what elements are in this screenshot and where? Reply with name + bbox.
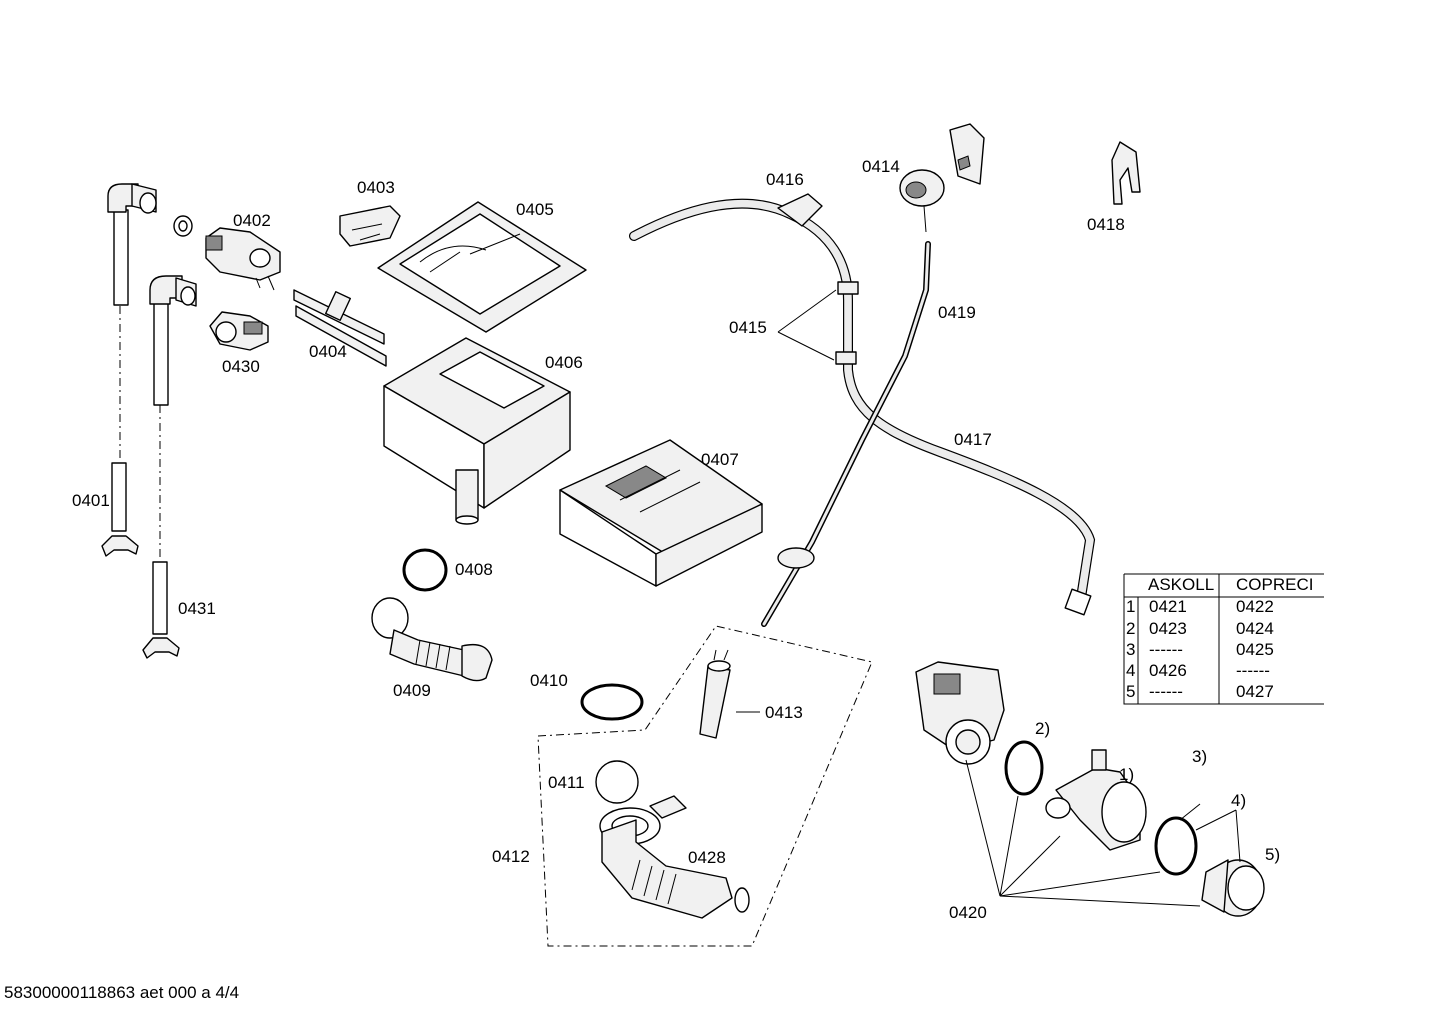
label-note-4: 4) bbox=[1231, 791, 1246, 810]
table-cell-copreci: ------ bbox=[1236, 661, 1270, 680]
label-0420: 0420 bbox=[949, 903, 987, 922]
label-0430: 0430 bbox=[222, 357, 260, 376]
part-0403-bracket bbox=[339, 205, 401, 247]
part-0414-pressure-switch bbox=[899, 123, 985, 233]
label-0415: 0415 bbox=[729, 318, 767, 337]
part-0431-hose bbox=[142, 275, 197, 659]
part-0420-filter bbox=[1201, 859, 1265, 917]
label-0411: 0411 bbox=[548, 773, 585, 792]
part-0411-ball bbox=[595, 760, 639, 804]
table-row-index: 2 bbox=[1126, 619, 1135, 638]
part-0408-seal-ring bbox=[402, 548, 448, 592]
variant-table: ASKOLL COPRECI 1 0421 0422 2 0423 0424 3… bbox=[1123, 573, 1324, 705]
label-0412: 0412 bbox=[492, 847, 530, 866]
label-0406: 0406 bbox=[545, 353, 583, 372]
table-cell-askoll: ------ bbox=[1149, 682, 1183, 701]
table-header-copreci: COPRECI bbox=[1236, 575, 1313, 594]
label-note-1: 1) bbox=[1119, 765, 1134, 784]
part-0412-group-outline bbox=[537, 625, 873, 947]
table-cell-askoll: 0423 bbox=[1149, 619, 1187, 638]
label-0418: 0418 bbox=[1087, 215, 1125, 234]
document-footer-id: 58300000118863 aet 000 a 4/4 bbox=[4, 983, 239, 1002]
label-0407: 0407 bbox=[701, 450, 739, 469]
part-0407-detergent-drawer bbox=[559, 439, 763, 587]
label-0409: 0409 bbox=[393, 681, 431, 700]
part-0410-seal-ring bbox=[580, 683, 644, 721]
table-cell-copreci: 0427 bbox=[1236, 682, 1274, 701]
label-note-2: 2) bbox=[1035, 719, 1050, 738]
table-row-index: 1 bbox=[1126, 597, 1135, 616]
label-0417: 0417 bbox=[954, 430, 992, 449]
table-cell-askoll: 0421 bbox=[1149, 597, 1187, 616]
part-0420-pump bbox=[915, 661, 1005, 765]
table-cell-copreci: 0424 bbox=[1236, 619, 1274, 638]
label-0402: 0402 bbox=[233, 211, 271, 230]
part-0416-0417-hose bbox=[629, 193, 1096, 616]
table-cell-copreci: 0425 bbox=[1236, 640, 1274, 659]
label-0419: 0419 bbox=[938, 303, 976, 322]
part-0406-drawer-housing bbox=[383, 337, 571, 525]
leader-lines bbox=[736, 289, 1241, 907]
part-0418-clip bbox=[1111, 141, 1141, 205]
part-0405-dispenser-lid bbox=[377, 201, 587, 333]
part-0419-tube bbox=[761, 241, 931, 627]
label-0428: 0428 bbox=[688, 848, 726, 867]
part-labels: 0401 0402 0403 0404 0405 0406 0407 0408 … bbox=[72, 157, 1280, 922]
label-0404: 0404 bbox=[309, 342, 347, 361]
label-0408: 0408 bbox=[455, 560, 493, 579]
part-0404-tubes bbox=[293, 289, 387, 367]
table-cell-askoll: ------ bbox=[1149, 640, 1183, 659]
part-0401-hose bbox=[101, 183, 157, 557]
label-0401: 0401 bbox=[72, 491, 110, 510]
table-row-index: 4 bbox=[1126, 661, 1135, 680]
part-0420-ring bbox=[1154, 816, 1198, 876]
label-note-3: 3) bbox=[1192, 747, 1207, 766]
label-0413: 0413 bbox=[765, 703, 803, 722]
part-0420-seal bbox=[1004, 740, 1044, 796]
table-row-index: 3 bbox=[1126, 640, 1135, 659]
part-0430-valve bbox=[209, 311, 269, 351]
table-cell-copreci: 0422 bbox=[1236, 597, 1274, 616]
table-header-askoll: ASKOLL bbox=[1148, 575, 1214, 594]
part-0420-pump-housing bbox=[1045, 749, 1147, 851]
table-row-index: 5 bbox=[1126, 682, 1135, 701]
label-note-5: 5) bbox=[1265, 845, 1280, 864]
label-0414: 0414 bbox=[862, 157, 900, 176]
label-0403: 0403 bbox=[357, 178, 395, 197]
table-cell-askoll: 0426 bbox=[1149, 661, 1187, 680]
part-0402-inlet-valve bbox=[173, 215, 281, 291]
part-0409-bellows-hose bbox=[371, 597, 493, 682]
label-0405: 0405 bbox=[516, 200, 554, 219]
part-0413-sensor bbox=[699, 649, 731, 739]
label-0410: 0410 bbox=[530, 671, 568, 690]
part-0428-drain-hose bbox=[599, 795, 750, 919]
label-0416: 0416 bbox=[766, 170, 804, 189]
label-0431: 0431 bbox=[178, 599, 216, 618]
